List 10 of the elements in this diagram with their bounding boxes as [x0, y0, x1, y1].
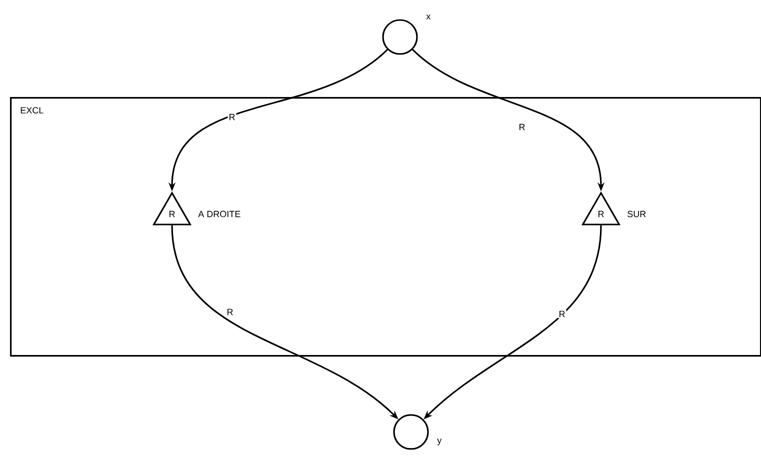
circle-node: [382, 19, 418, 55]
edge-label: R: [518, 122, 526, 132]
edge-label: R: [558, 310, 566, 318]
node-label: A DROITE: [198, 210, 240, 218]
node-label: SUR: [628, 210, 646, 218]
edge-label: R: [228, 112, 236, 122]
node-label: x: [426, 14, 431, 20]
circle-node: [393, 414, 429, 450]
node-label: y: [437, 438, 442, 446]
edge-label: R: [226, 308, 234, 316]
